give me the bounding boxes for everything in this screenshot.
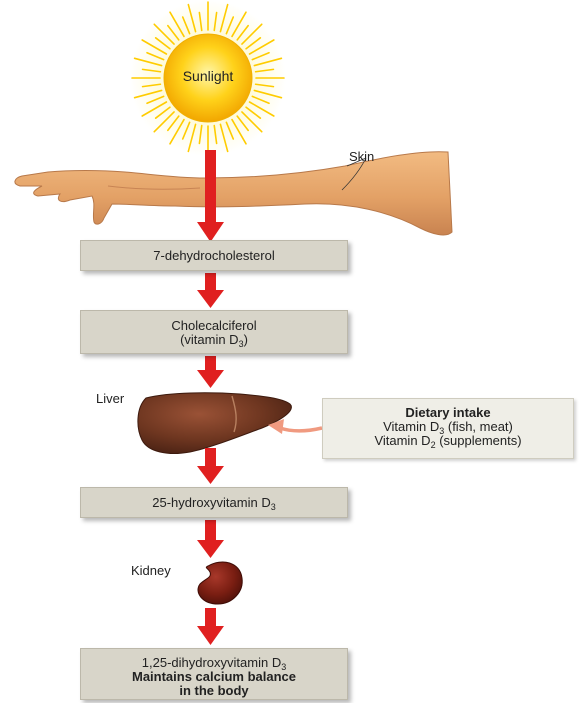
main-arrow-4 [197,448,224,484]
step-2-line-2: (vitamin D3) [81,333,347,347]
step-4-line-2: Maintains calcium balance [81,670,347,684]
liver-icon [138,393,291,454]
step-25-hydroxyvitamin-d3: 25-hydroxyvitamin D3 [80,487,348,518]
kidney-label: Kidney [131,564,171,578]
main-arrow-3 [197,356,224,388]
main-arrow-6 [197,608,224,645]
step-1-text: 7-dehydrocholesterol [153,248,274,263]
dietary-title: Dietary intake [323,406,573,420]
step-1-25-dihydroxyvitamin-d3: 1,25-dihydroxyvitamin D3 Maintains calci… [80,648,348,700]
step-4-line-1: 1,25-dihydroxyvitamin D3 [81,656,347,670]
step-4-line-3: in the body [81,684,347,698]
arm-skin-illustration [15,152,452,235]
dietary-line-2: Vitamin D2 (supplements) [323,434,573,448]
step-7-dehydrocholesterol: 7-dehydrocholesterol [80,240,348,271]
sunlight-label: Sunlight [168,68,248,84]
liver-label: Liver [96,392,124,406]
step-3-text: 25-hydroxyvitamin D3 [152,495,276,510]
main-arrow-2 [197,273,224,308]
step-cholecalciferol: Cholecalciferol (vitamin D3) [80,310,348,354]
dietary-line-1: Vitamin D3 (fish, meat) [323,420,573,434]
step-2-line-1: Cholecalciferol [81,319,347,333]
kidney-icon [198,562,242,604]
skin-label: Skin [349,150,374,164]
dietary-intake-box: Dietary intake Vitamin D3 (fish, meat) V… [322,398,574,459]
main-arrow-5 [197,520,224,558]
